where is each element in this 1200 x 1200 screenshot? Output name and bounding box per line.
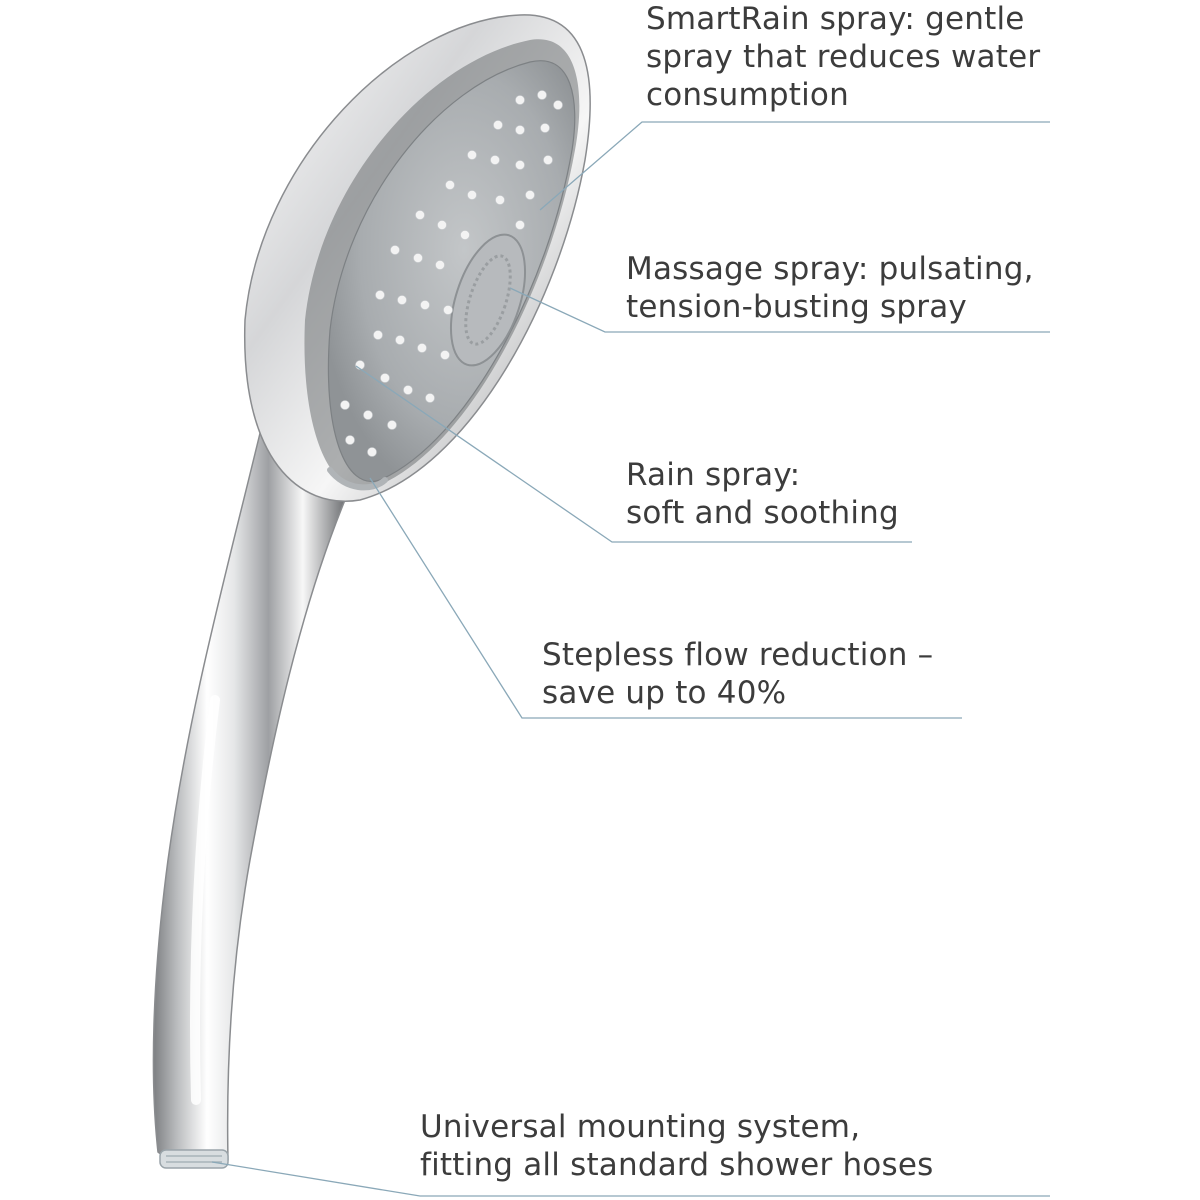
- callout-text: soft and soothing: [626, 495, 899, 531]
- callout-smartrain-spray: SmartRain spray: gentle spray that reduc…: [646, 0, 1040, 114]
- leader-line-flow: [369, 477, 962, 719]
- callout-flow-reduction: Stepless flow reduction – save up to 40%: [542, 636, 933, 712]
- callout-text: save up to 40%: [542, 675, 787, 711]
- callout-text: Stepless flow reduction –: [542, 637, 934, 673]
- callout-text: tension-busting spray: [626, 289, 967, 325]
- leader-lines: [211, 121, 1050, 1197]
- leader-line-smartrain: [539, 121, 1050, 211]
- leader-line-massage: [509, 287, 1050, 333]
- callout-mounting-system: Universal mounting system, fitting all s…: [420, 1108, 933, 1184]
- hand-shower-icon: [152, 14, 591, 1169]
- callout-text: spray that reduces water: [646, 39, 1041, 75]
- callout-text: Universal mounting system,: [420, 1109, 861, 1145]
- callout-text: SmartRain spray: gentle: [646, 1, 1025, 37]
- callout-massage-spray: Massage spray: pulsating, tension-bustin…: [626, 250, 1034, 326]
- callout-text: Massage spray: pulsating,: [626, 251, 1034, 287]
- callout-text: consumption: [646, 77, 849, 113]
- leader-line-rain: [355, 365, 912, 543]
- callout-text: Rain spray:: [626, 457, 801, 493]
- callout-rain-spray: Rain spray: soft and soothing: [626, 456, 899, 532]
- leader-line-mounting: [211, 1161, 1050, 1197]
- callout-text: fitting all standard shower hoses: [420, 1147, 934, 1183]
